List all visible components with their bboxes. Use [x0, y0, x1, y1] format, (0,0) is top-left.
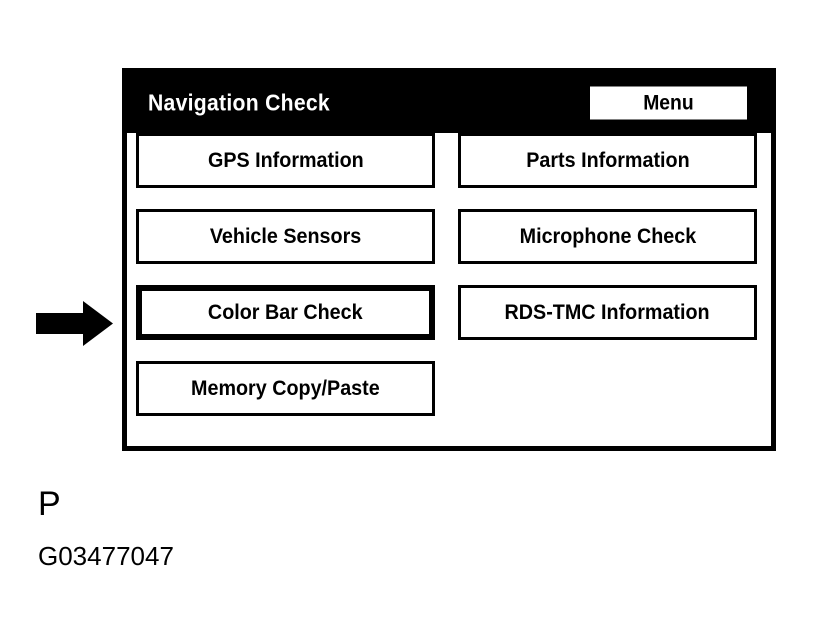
caption-code: G03477047: [38, 541, 174, 571]
caption-letter: P: [38, 485, 61, 523]
page-title: Navigation Check: [148, 89, 330, 116]
figure-caption: P G03477047: [38, 487, 174, 569]
menu-item-memory-copy-paste[interactable]: Memory Copy/Paste: [136, 361, 435, 416]
menu-item-label: RDS-TMC Information: [504, 301, 711, 324]
menu-item-label: Vehicle Sensors: [209, 225, 362, 248]
navigation-check-panel: Navigation Check Menu GPS Information Ve…: [122, 68, 776, 451]
menu-button[interactable]: Menu: [590, 86, 747, 120]
menu-grid: GPS Information Vehicle Sensors Color Ba…: [127, 133, 771, 446]
panel-title-bar: Navigation Check Menu: [127, 73, 771, 133]
menu-column-left: GPS Information Vehicle Sensors Color Ba…: [136, 133, 435, 437]
menu-item-label: Parts Information: [525, 149, 690, 172]
menu-item-label: Memory Copy/Paste: [191, 377, 380, 400]
menu-button-label: Menu: [643, 91, 694, 115]
menu-item-label: Microphone Check: [519, 225, 696, 248]
menu-item-color-bar-check[interactable]: Color Bar Check: [136, 285, 435, 340]
menu-item-rds-tmc-information[interactable]: RDS-TMC Information: [458, 285, 757, 340]
menu-column-right: Parts Information Microphone Check RDS-T…: [458, 133, 757, 361]
menu-item-label: GPS Information: [207, 149, 364, 172]
menu-item-label: Color Bar Check: [208, 301, 363, 324]
menu-item-microphone-check[interactable]: Microphone Check: [458, 209, 757, 264]
arrow-right-icon: [36, 301, 113, 346]
menu-item-parts-information[interactable]: Parts Information: [458, 133, 757, 188]
menu-item-gps-information[interactable]: GPS Information: [136, 133, 435, 188]
menu-item-vehicle-sensors[interactable]: Vehicle Sensors: [136, 209, 435, 264]
